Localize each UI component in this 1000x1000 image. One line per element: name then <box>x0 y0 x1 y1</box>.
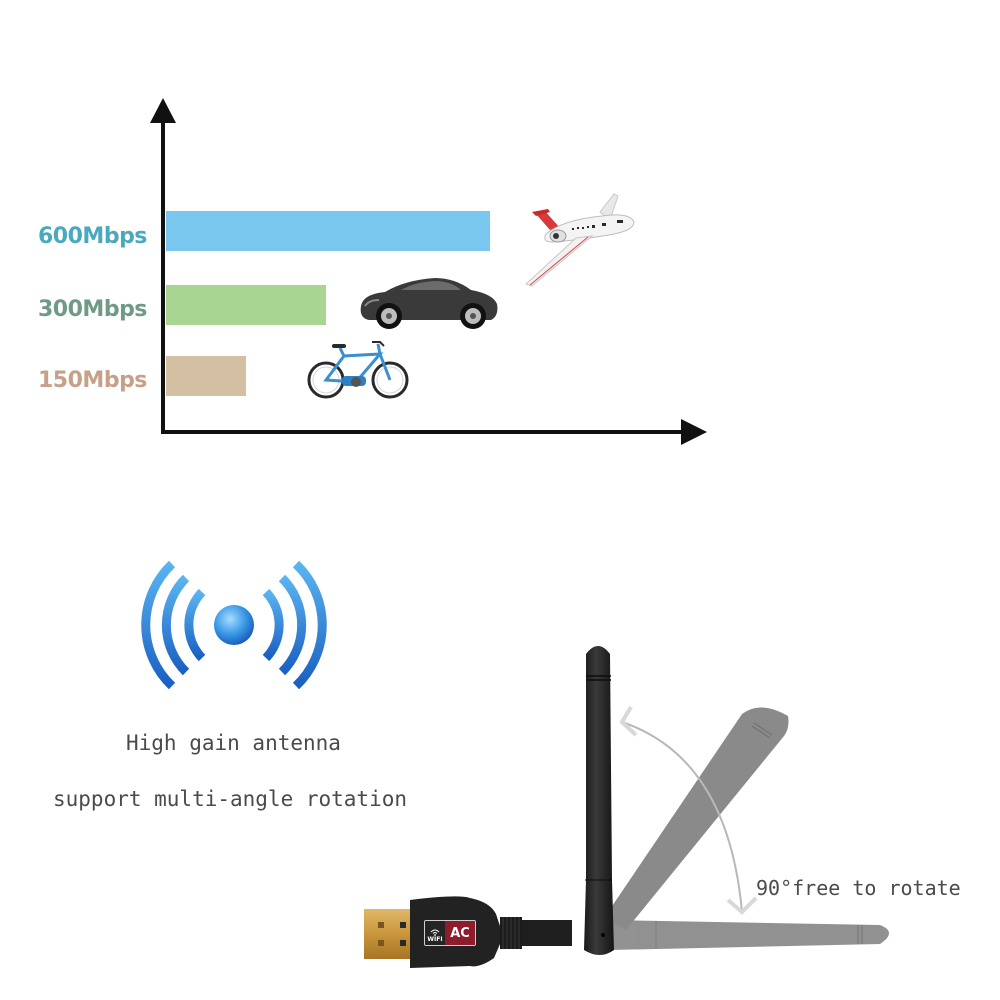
label-300mbps: 300Mbps <box>38 297 147 322</box>
bar-150mbps <box>166 356 246 396</box>
badge-ac-section: AC <box>445 921 475 945</box>
y-axis-arrow-icon <box>150 98 176 123</box>
sports-car-icon <box>360 278 498 329</box>
antenna-diagonal-ghost <box>604 707 789 930</box>
airplane-icon <box>525 193 635 287</box>
arc-arrow-up-icon <box>619 705 638 737</box>
antenna-horizontal-ghost <box>610 920 889 950</box>
rotation-caption: 90°free to rotate <box>756 876 961 900</box>
badge-wifi-section: WIFI <box>425 921 445 945</box>
usb-plug <box>364 909 414 959</box>
wifi-badge-icon <box>430 929 440 936</box>
arc-arrow-down-icon <box>726 896 758 915</box>
feature-caption-line1: High gain antenna <box>126 731 341 755</box>
feature-caption-line2: support multi-angle rotation <box>53 787 408 811</box>
wifi-signal-icon <box>141 560 327 690</box>
rotation-arc <box>621 721 743 913</box>
bar-600mbps <box>166 211 490 251</box>
wifi-ac-badge: WIFI AC <box>424 920 476 946</box>
bicycle-icon <box>307 341 409 399</box>
label-150mbps: 150Mbps <box>38 368 147 393</box>
badge-ac-label: AC <box>450 925 470 941</box>
badge-wifi-label: WIFI <box>427 936 443 943</box>
x-axis-arrow-icon <box>681 419 707 445</box>
label-600mbps: 600Mbps <box>38 224 147 249</box>
bar-300mbps <box>166 285 326 325</box>
antenna-vertical <box>584 646 614 955</box>
